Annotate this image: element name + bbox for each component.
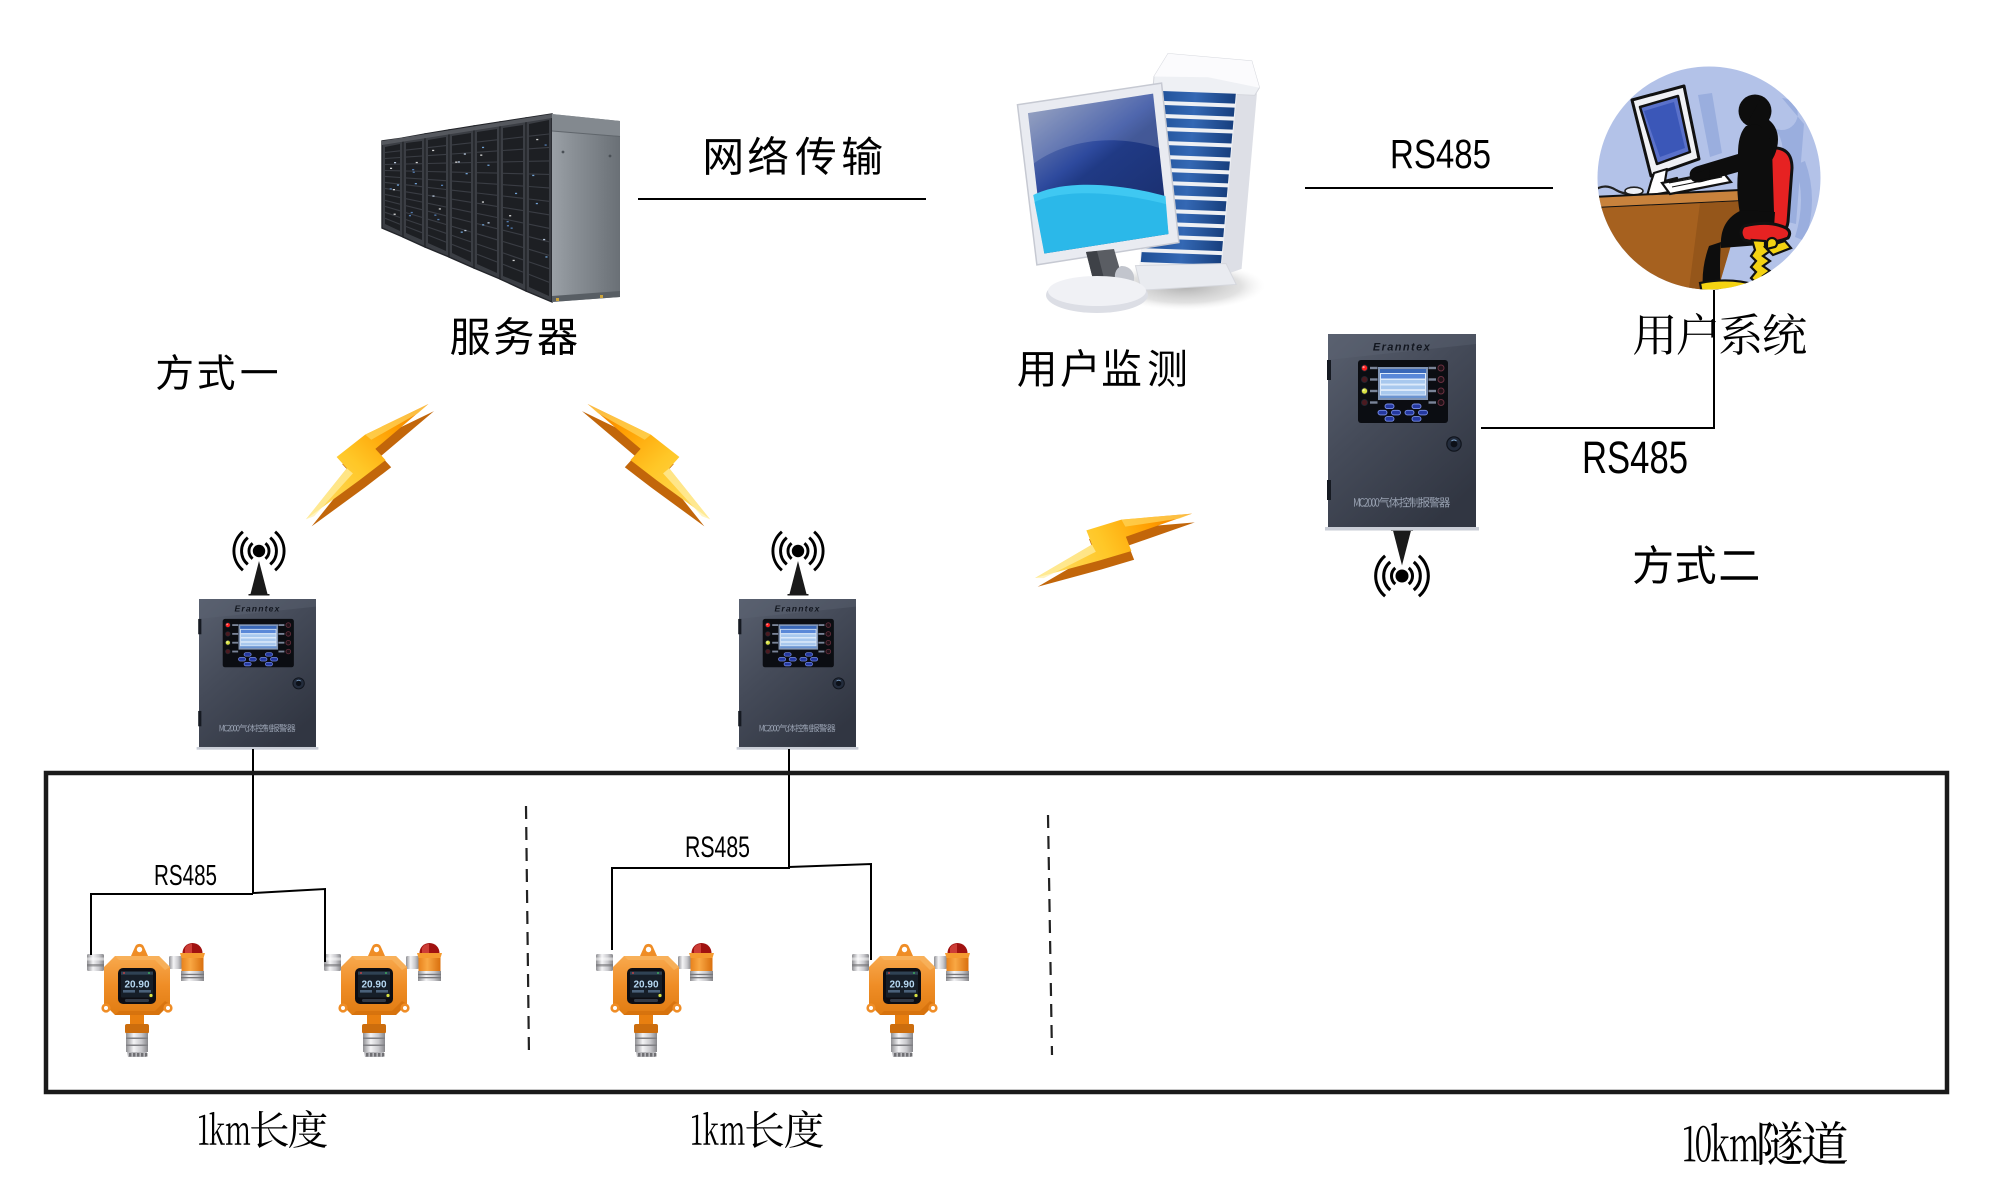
svg-text:RS485: RS485 bbox=[685, 831, 750, 864]
svg-text:20.90: 20.90 bbox=[361, 980, 386, 991]
svg-text:Eranntex: Eranntex bbox=[235, 604, 281, 614]
svg-text:20.90: 20.90 bbox=[633, 980, 658, 991]
svg-text:20.90: 20.90 bbox=[889, 980, 914, 991]
svg-text:Eranntex: Eranntex bbox=[1373, 342, 1431, 354]
svg-text:RS485: RS485 bbox=[1390, 131, 1491, 177]
svg-text:RS485: RS485 bbox=[154, 860, 217, 892]
svg-text:Eranntex: Eranntex bbox=[775, 604, 821, 614]
svg-text:KIRK COMMUNIQUE: KIRK COMMUNIQUE bbox=[1600, 283, 1654, 289]
svg-text:20.90: 20.90 bbox=[124, 980, 149, 991]
svg-text:RS485: RS485 bbox=[1582, 432, 1688, 483]
